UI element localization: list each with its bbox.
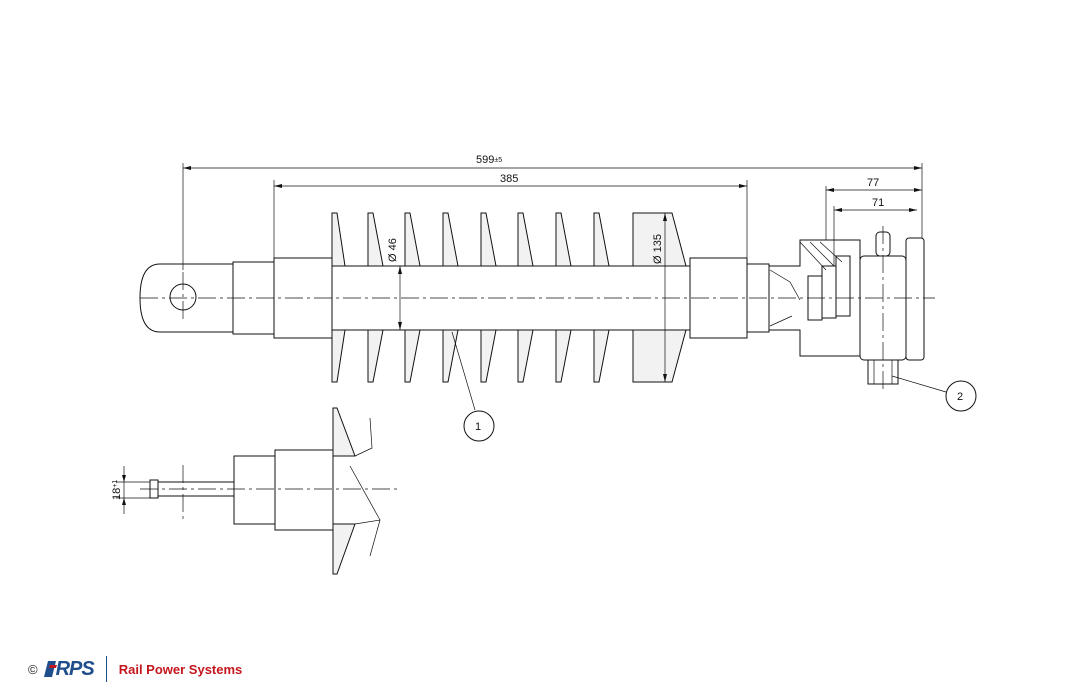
bottom-view: 18+1 — [111, 407, 398, 575]
shed-6 — [517, 212, 534, 383]
bottom-shed — [332, 407, 356, 575]
top-view: 599±5 385 77 71 Ø 46 Ø 135 1 2 — [139, 154, 977, 442]
logo-stripes-icon — [43, 661, 57, 677]
dim-end-77: 77 — [867, 177, 879, 189]
dimensions — [182, 163, 923, 382]
shed-7 — [555, 212, 572, 383]
dim-insulating-length: 385 — [500, 173, 518, 185]
dim-overall-length: 599±5 — [476, 154, 502, 166]
left-collar — [273, 257, 333, 339]
shed-3 — [404, 212, 421, 383]
svg-text:2: 2 — [957, 391, 963, 403]
shed-5 — [480, 212, 497, 383]
dim-stud-diameter: 18+1 — [111, 480, 123, 500]
dim-core-diameter: Ø 46 — [387, 238, 399, 262]
svg-text:1: 1 — [475, 421, 481, 433]
dim-end-71: 71 — [872, 197, 884, 209]
callout-1 — [463, 410, 495, 442]
dim-shed-diameter: Ø 135 — [652, 234, 664, 264]
copyright-symbol: © — [28, 661, 38, 677]
rps-logo: RPS — [43, 657, 95, 681]
logo-text: RPS — [55, 657, 95, 680]
shed-9 — [632, 212, 687, 383]
shed-1 — [331, 212, 346, 383]
shed-4 — [442, 212, 459, 383]
callout-2 — [945, 380, 977, 412]
shed-8 — [593, 212, 610, 383]
company-name: Rail Power Systems — [118, 661, 243, 677]
sheds — [331, 212, 687, 383]
shed-2 — [367, 212, 384, 383]
eye-fitting — [139, 263, 233, 333]
footer-branding: © RPS Rail Power Systems — [28, 656, 242, 682]
logo-divider — [105, 656, 107, 682]
